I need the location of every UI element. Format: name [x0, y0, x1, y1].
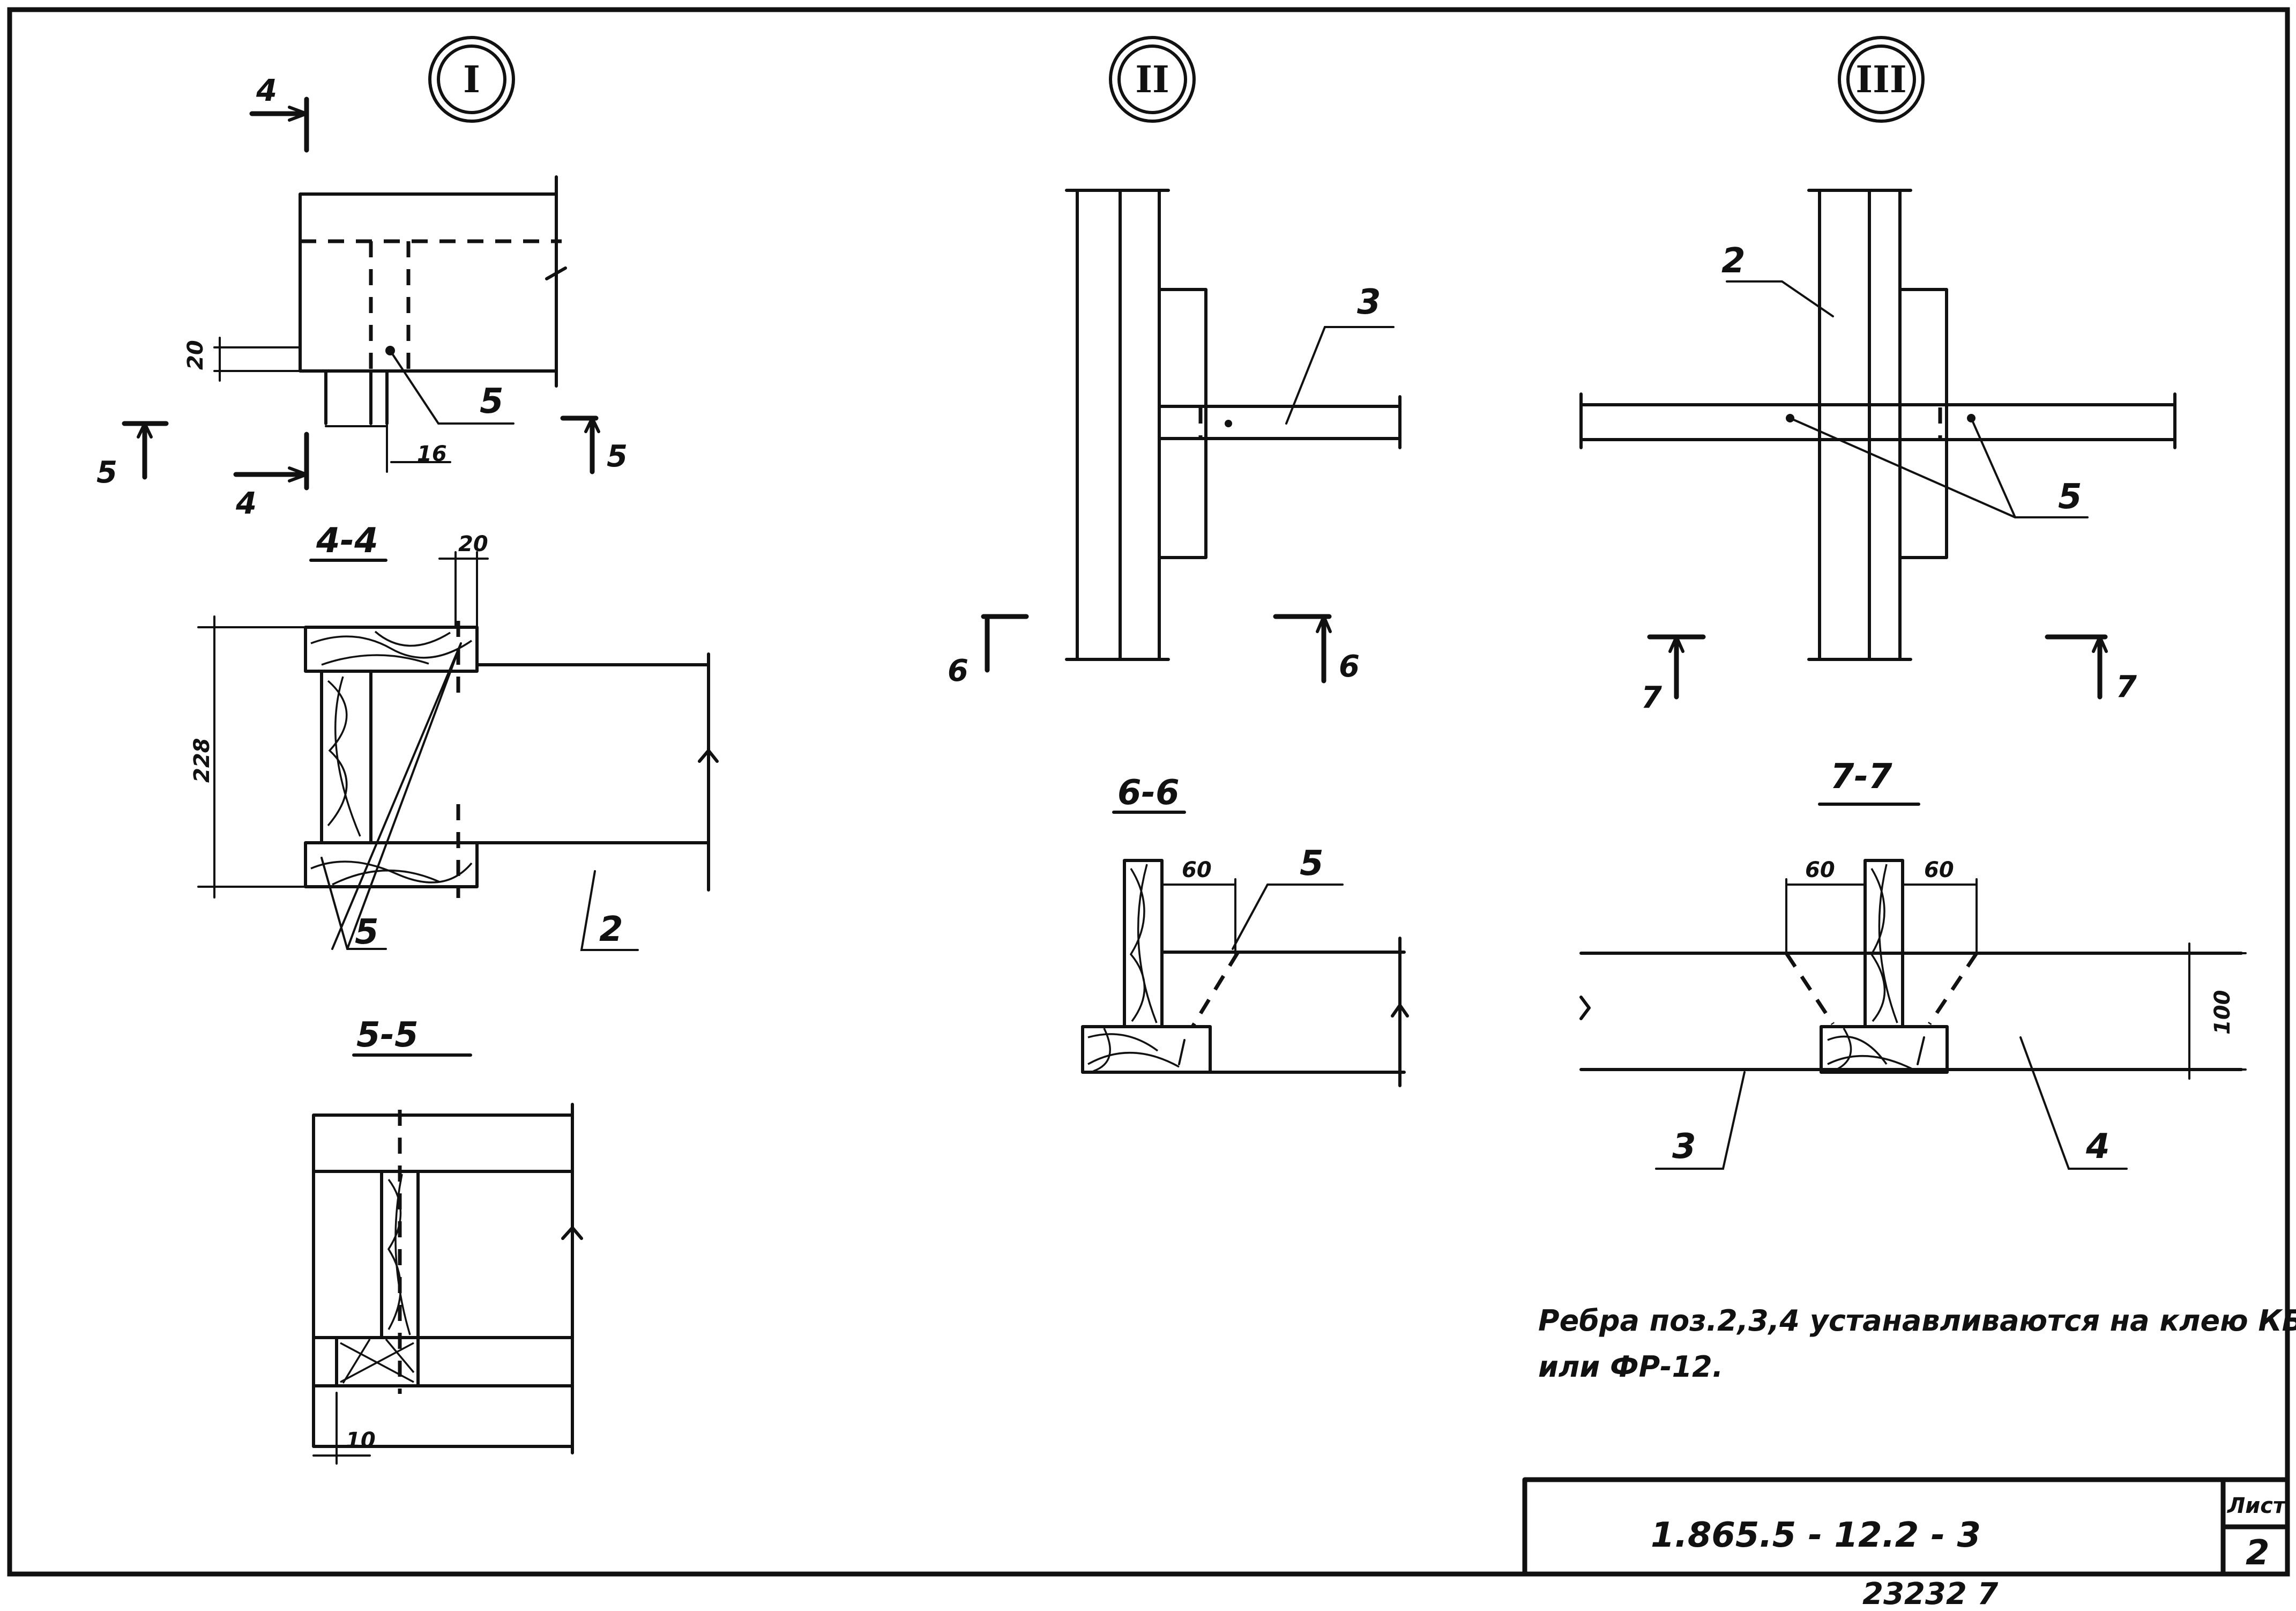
pos-5-plan: 5	[480, 382, 504, 421]
document-number: 1.865.5 - 12.2 - 3	[1651, 1516, 1981, 1555]
detail-II: II 3 6 6	[948, 36, 1402, 688]
archive-number: 23232 7	[1862, 1577, 1998, 1611]
cut-5-right: 5	[607, 439, 628, 474]
detail-III-label: III	[1855, 58, 1906, 101]
dim-20-44: 20	[458, 532, 488, 556]
pos-3-77: 3	[1672, 1127, 1696, 1167]
section-6-6-title: 6-6	[1117, 773, 1180, 813]
detail-III: III 2 5 7 7	[1579, 36, 2176, 715]
dim-228: 228	[190, 738, 214, 783]
cut-7-left: 7	[1641, 680, 1662, 715]
pos-2-III: 2	[1721, 241, 1746, 281]
pos-5-66: 5	[1300, 844, 1324, 884]
section-4-4: 4-4 228 20 5 2	[190, 521, 719, 952]
pos-4-77: 4	[2085, 1127, 2110, 1167]
cut-4-bottom: 4	[235, 486, 257, 521]
note-line-2: или ФР-12.	[1538, 1350, 1723, 1384]
section-5-5: 5-5 10	[312, 1015, 583, 1465]
pos-5-44: 5	[355, 912, 379, 952]
title-block: 1.865.5 - 12.2 - 3 Лист 2	[1651, 1494, 2287, 1573]
dim-10: 10	[346, 1428, 376, 1453]
cut-7-right: 7	[2116, 670, 2137, 704]
detail-I: I 20 16 5 4 4 5 5	[96, 36, 628, 521]
sheet-frame	[7, 7, 2290, 1577]
pos-2-44: 2	[599, 910, 623, 949]
sheet-number: 2	[2246, 1533, 2270, 1573]
section-7-7-title: 7-7	[1830, 757, 1892, 797]
section-4-4-title: 4-4	[316, 521, 378, 561]
cut-6-right: 6	[1339, 649, 1360, 684]
dim-100: 100	[2210, 990, 2235, 1035]
pos-5-III: 5	[2058, 477, 2082, 517]
section-5-5-title: 5-5	[356, 1015, 419, 1055]
section-6-6: 6-6 60 5	[1081, 773, 1409, 1087]
pos-3-II: 3	[1357, 283, 1381, 322]
note-line-1: Ребра поз.2,3,4 устанавливаются на клею …	[1538, 1304, 2296, 1338]
dim-60-77-left: 60	[1805, 858, 1835, 882]
sheet-label: Лист	[2227, 1494, 2287, 1518]
cut-6-left: 6	[948, 654, 968, 688]
dim-60-77-right: 60	[1924, 858, 1954, 882]
section-7-7: 7-7 60 60 100 3 4	[1579, 757, 2247, 1170]
general-note: Ребра поз.2,3,4 устанавливаются на клею …	[1538, 1304, 2296, 1384]
dim-60-66: 60	[1182, 858, 1212, 882]
cut-5-left: 5	[96, 455, 117, 490]
dim-20-plan: 20	[183, 340, 208, 370]
cut-4-top: 4	[256, 73, 277, 108]
detail-I-label: I	[463, 58, 480, 101]
detail-II-label: II	[1135, 58, 1169, 101]
